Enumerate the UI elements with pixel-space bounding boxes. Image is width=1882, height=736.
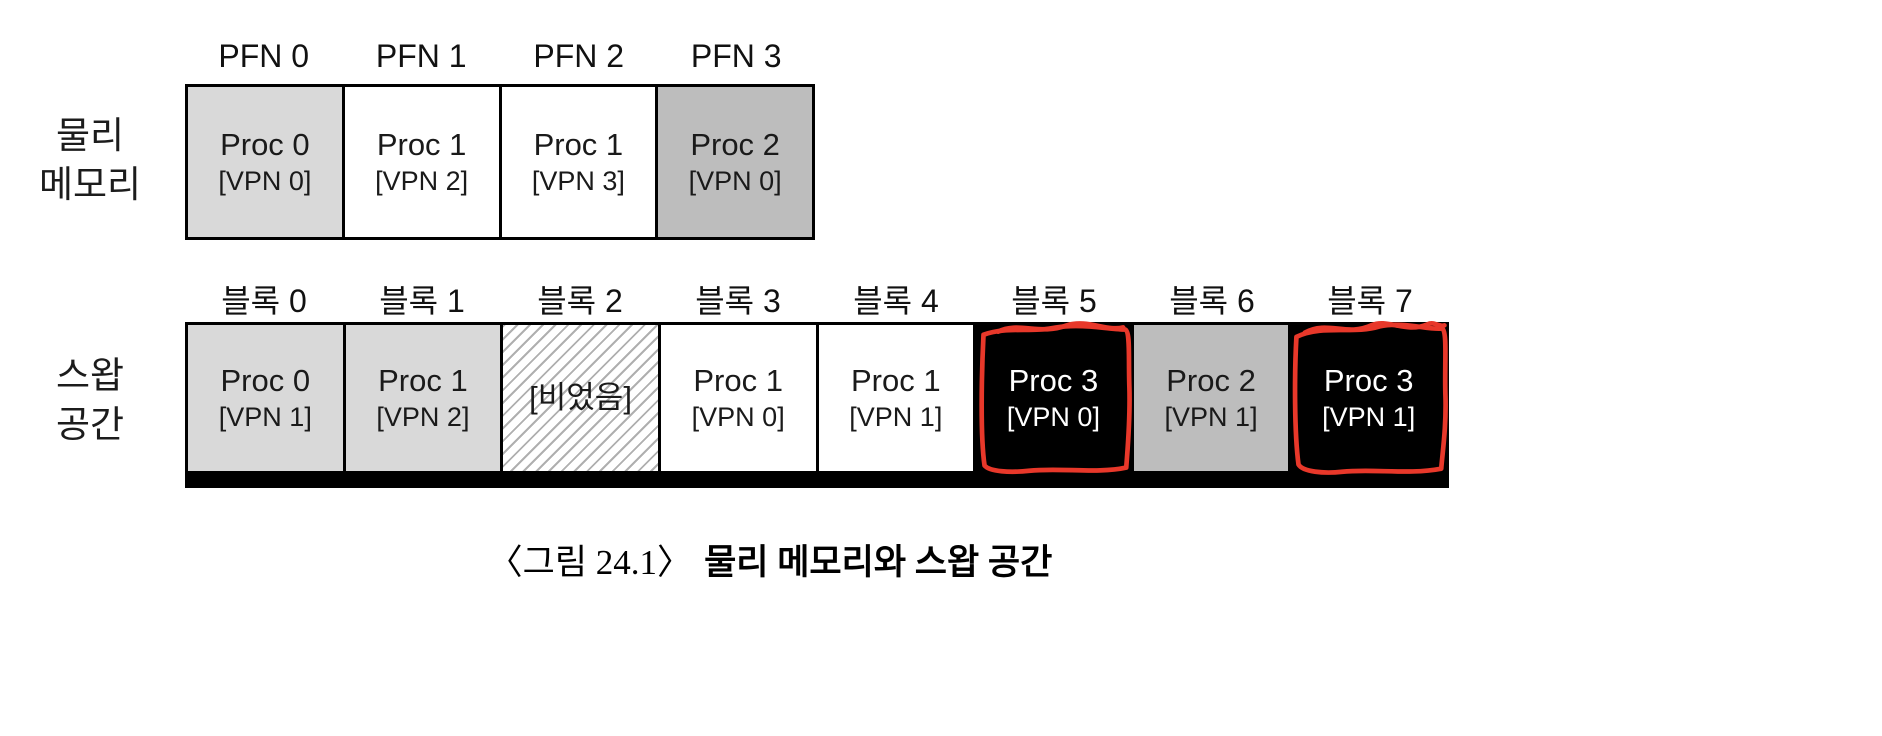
swap-block-header-4: 블록 4: [853, 283, 939, 319]
frame-vpn-label: [VPN 3]: [531, 165, 625, 196]
memory-frame-3: Proc 2 [VPN 0]: [658, 87, 812, 237]
physical-memory-row-label-line2: 메모리: [38, 163, 142, 205]
physical-memory-frames: Proc 0 [VPN 0] Proc 1 [VPN 2] Proc 1 [VP…: [185, 84, 815, 240]
swap-block-0: Proc 0 [VPN 1]: [188, 325, 346, 471]
swap-block-header-6: 블록 6: [1169, 283, 1255, 319]
memory-frame-0: Proc 0 [VPN 0]: [188, 87, 345, 237]
block-proc-label: Proc 3: [1008, 363, 1099, 399]
pfn-header-2: PFN 2: [533, 38, 625, 74]
swap-block-header-3: 블록 3: [695, 283, 781, 319]
block-empty-label: [비었음]: [529, 379, 632, 415]
block-vpn-label: [VPN 0]: [1006, 401, 1100, 432]
swap-space-row-label-line2: 공간: [55, 403, 125, 445]
swap-block-7: Proc 3 [VPN 1]: [1291, 320, 1449, 475]
swap-block-header-2: 블록 2: [537, 283, 623, 319]
swap-block-header-row: 블록 0 블록 1 블록 2 블록 3 블록 4 블록 5 블록 6 블록 7: [185, 276, 1449, 322]
swap-block-2: [비었음]: [503, 325, 661, 471]
swap-block-header-7: 블록 7: [1327, 283, 1413, 319]
block-proc-label: Proc 2: [1166, 363, 1256, 399]
frame-proc-label: Proc 1: [533, 127, 624, 163]
frame-proc-label: Proc 0: [220, 127, 310, 163]
swap-space-blocks: Proc 0 [VPN 1] Proc 1 [VPN 2] [비었음] Proc…: [185, 320, 1449, 475]
block-proc-label: Proc 1: [693, 363, 783, 399]
memory-frame-1: Proc 1 [VPN 2]: [344, 87, 502, 237]
frame-vpn-label: [VPN 0]: [218, 165, 312, 196]
block-proc-label: Proc 0: [220, 363, 311, 399]
frame-proc-label: Proc 2: [690, 127, 780, 163]
memory-frame-2: Proc 1 [VPN 3]: [501, 87, 659, 237]
figure-title: 물리 메모리와 스왑 공간: [704, 543, 1053, 582]
block-vpn-label: [VPN 1]: [849, 401, 943, 432]
physical-memory-row-label: 물리 메모리: [10, 112, 170, 210]
pfn-header-3: PFN 3: [690, 38, 782, 74]
block-proc-label: Proc 1: [378, 363, 468, 399]
frame-proc-label: Proc 1: [376, 127, 467, 163]
block-vpn-label: [VPN 1]: [218, 401, 312, 432]
block-vpn-label: [VPN 0]: [691, 401, 785, 432]
swap-space-row-label: 스왑 공간: [10, 352, 170, 450]
swap-block-6: Proc 2 [VPN 1]: [1133, 325, 1292, 471]
figure-caption: 〈그림 24.1〉 물리 메모리와 스왑 공간: [0, 534, 1540, 585]
physical-memory-row-label-line1: 물리: [55, 115, 125, 156]
block-proc-label: Proc 1: [851, 363, 941, 399]
block-vpn-label: [VPN 1]: [1322, 401, 1416, 432]
figure-number: 〈그림 24.1〉: [487, 543, 693, 582]
swap-block-header-0: 블록 0: [221, 283, 307, 319]
swap-block-4: Proc 1 [VPN 1]: [818, 325, 977, 471]
block-proc-label: Proc 3: [1323, 363, 1414, 399]
frame-vpn-label: [VPN 2]: [375, 165, 469, 196]
swap-block-header-5: 블록 5: [1011, 283, 1097, 319]
block-vpn-label: [VPN 1]: [1164, 401, 1258, 432]
pfn-header-0: PFN 0: [218, 38, 310, 74]
swap-block-header-1: 블록 1: [379, 283, 465, 319]
swap-block-5: Proc 3 [VPN 0]: [976, 321, 1134, 475]
swap-block-1: Proc 1 [VPN 2]: [345, 325, 504, 471]
pfn-header-row: PFN 0 PFN 1 PFN 2 PFN 3: [185, 38, 815, 75]
swap-space-baseline-bar: [185, 472, 1449, 488]
swap-block-3: Proc 1 [VPN 0]: [660, 325, 819, 471]
swap-space-row-label-line1: 스왑: [55, 355, 125, 396]
block-vpn-label: [VPN 2]: [376, 401, 470, 432]
frame-vpn-label: [VPN 0]: [688, 165, 782, 196]
pfn-header-1: PFN 1: [375, 38, 467, 74]
